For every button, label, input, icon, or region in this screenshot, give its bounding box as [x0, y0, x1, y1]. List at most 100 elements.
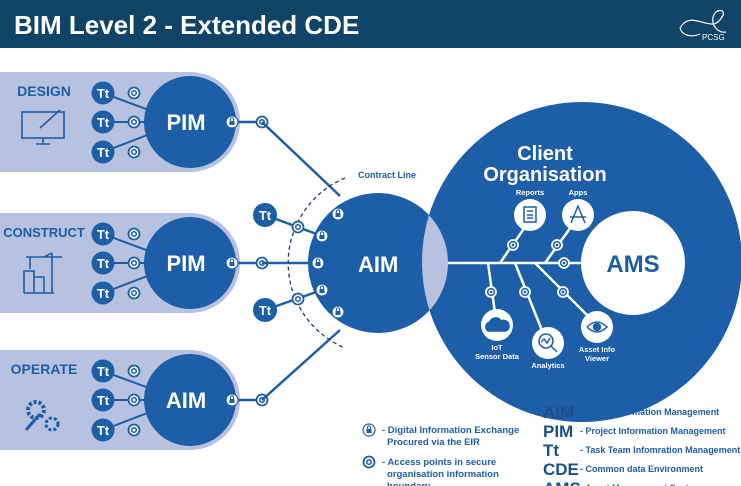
client-node-label: Reports: [516, 188, 544, 197]
legend-text: organisation information: [387, 469, 499, 480]
legend-desc: - Task Team Infomration Management: [580, 445, 740, 455]
lock-icon: [311, 256, 325, 270]
tt-label: Tt: [97, 364, 110, 379]
access-point-icon: [127, 423, 141, 437]
access-point-icon: [127, 364, 141, 378]
tt-node: [253, 298, 277, 322]
stage-label: CONSTRUCT: [3, 225, 85, 240]
lock-icon: [331, 207, 345, 221]
legend-text: Procured via the EIR: [387, 437, 480, 448]
client-node-label: Asset Info: [579, 345, 616, 354]
client-title-line1: Client: [517, 143, 573, 165]
access-point-icon: [127, 256, 141, 270]
access-point-icon: [551, 239, 563, 251]
tt-label: Tt: [97, 227, 110, 242]
contract-line: [287, 177, 346, 349]
legend-abbr: PIM: [543, 422, 573, 441]
tt-label: Tt: [97, 423, 110, 438]
access-point-icon: [519, 286, 531, 298]
tt-label: Tt: [97, 145, 110, 160]
hub-circle: [144, 76, 236, 168]
access-point-icon: [485, 286, 497, 298]
legend-abbr: CDE: [543, 460, 579, 479]
legend-text: boundary: [387, 481, 431, 486]
iot-cloud-icon: [485, 317, 510, 332]
access-point-icon: [127, 393, 141, 407]
ams-circle: [581, 211, 685, 315]
access-point-icon: [127, 286, 141, 300]
tt-label: Tt: [97, 86, 110, 101]
lock-icon: [331, 305, 345, 319]
page-title: BIM Level 2 - Extended CDE: [14, 10, 359, 40]
lock-icon: [315, 283, 329, 297]
tt-node: [91, 418, 115, 442]
central-aim-label: AIM: [358, 252, 398, 277]
access-point-icon: [557, 286, 569, 298]
access-point-icon: [507, 239, 519, 251]
gears-wrench-icon: [24, 400, 60, 432]
legend-text: - Digital Information Exchange: [382, 425, 519, 436]
tt-label: Tt: [259, 303, 272, 318]
client-node-label: Analytics: [531, 361, 564, 370]
access-point-icon: [127, 115, 141, 129]
client-node-label: Sensor Data: [475, 352, 520, 361]
access-point-icon: [127, 227, 141, 241]
access-point-icon: [362, 455, 376, 469]
legend-desc: - Project Information Management: [580, 426, 726, 436]
ams-label: AMS: [606, 251, 659, 278]
tt-node: [91, 251, 115, 275]
legend-desc: - Common data Environment: [580, 464, 703, 474]
legend-abbr: AIM: [543, 403, 574, 422]
document-icon: [523, 206, 537, 223]
stage-label: OPERATE: [11, 361, 78, 377]
lock-icon: [225, 393, 239, 407]
tt-node: [253, 203, 277, 227]
tt-label: Tt: [97, 393, 110, 408]
lock-icon: [362, 423, 376, 437]
access-point-icon: [291, 292, 305, 306]
app-store-icon: [570, 204, 586, 224]
hub-label: PIM: [166, 110, 205, 135]
tt-label: Tt: [97, 115, 110, 130]
stage-label: DESIGN: [17, 83, 71, 99]
hub-circle: [144, 354, 236, 446]
monitor-brush-icon: [21, 109, 65, 145]
access-point-icon: [558, 257, 570, 269]
client-node-label: IoT: [491, 343, 503, 352]
central-aim-circle: [308, 193, 448, 333]
pcsg-logo: PCSG: [679, 9, 727, 42]
lock-icon: [315, 229, 329, 243]
tt-label: Tt: [97, 256, 110, 271]
hub-label: PIM: [166, 251, 205, 276]
client-node: Reports: [514, 188, 546, 231]
client-title-line2: Organisation: [483, 164, 606, 186]
client-node: Analytics: [531, 327, 565, 370]
lock-icon: [225, 256, 239, 270]
access-point-icon: [291, 220, 305, 234]
tt-node: [91, 281, 115, 305]
client-node-label: Apps: [569, 188, 588, 197]
eye-icon: [586, 321, 609, 333]
tt-node: [91, 81, 115, 105]
tt-node: [91, 110, 115, 134]
logo-text: PCSG: [702, 33, 725, 42]
tt-label: Tt: [259, 208, 272, 223]
legend-abbr: Tt: [543, 441, 559, 460]
tt-label: Tt: [97, 286, 110, 301]
access-point-icon: [127, 145, 141, 159]
analytics-magnifier-icon: [538, 333, 558, 353]
access-point-icon: [127, 86, 141, 100]
legend-symbols: - Digital Information Exchange Procured …: [362, 423, 519, 486]
client-node-label: Viewer: [585, 354, 609, 363]
tt-node: [91, 222, 115, 246]
legend-text: - Access points in secure: [382, 457, 496, 468]
crane-icon: [23, 252, 62, 294]
legend-desc: - Asset Management System: [580, 483, 702, 486]
